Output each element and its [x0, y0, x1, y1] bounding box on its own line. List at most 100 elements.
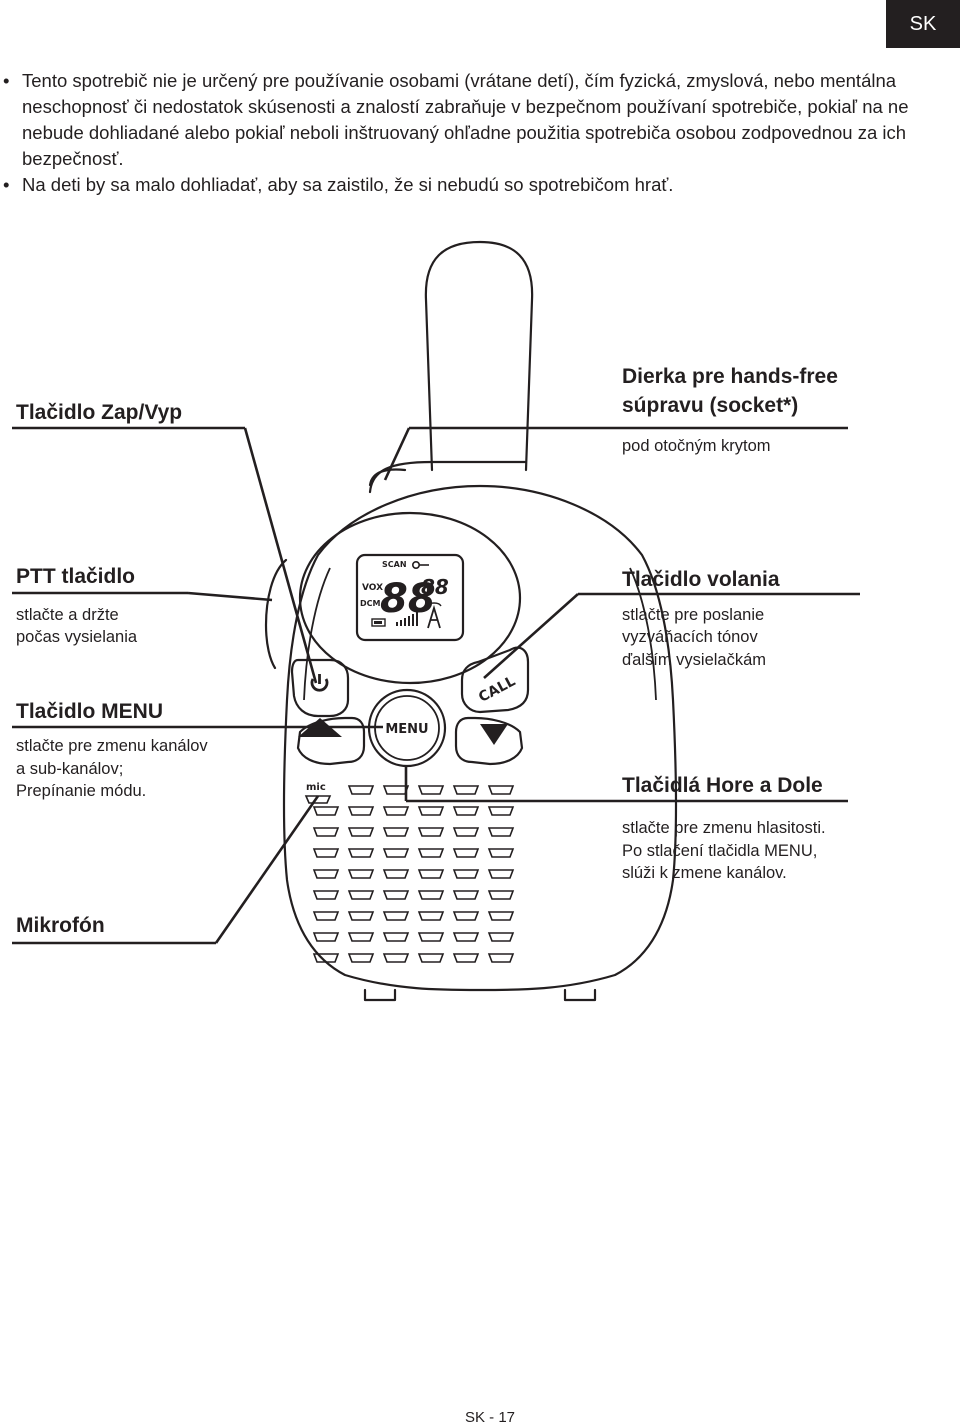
power-button-label: Tlačidlo Zap/Vyp: [16, 401, 183, 424]
grille-slot: [417, 911, 445, 921]
updown-description-line3: slúži k zmene kanálov.: [622, 864, 787, 882]
down-button: [454, 716, 524, 766]
grille-slot: [487, 890, 515, 900]
grille-slot: [417, 890, 445, 900]
grille-slot: [452, 869, 480, 879]
grille-slot: [417, 848, 445, 858]
grille-slot: [382, 932, 410, 942]
grille-slot: [487, 806, 515, 816]
grille-slot: [347, 785, 375, 795]
call-description-line1: stlačte pre poslanie: [622, 606, 765, 624]
grille-slot: [487, 932, 515, 942]
menu-description-line3: Prepínanie módu.: [16, 782, 147, 800]
updown-label: Tlačidlá Hore a Dole: [622, 774, 823, 797]
page-number: SK - 17: [464, 1409, 516, 1426]
updown-description-line2: Po stlačení tlačidla MENU,: [622, 842, 818, 860]
grille-slot: [417, 806, 445, 816]
call-button: [460, 646, 530, 714]
warning-item: Na deti by sa malo dohliadať, aby sa zai…: [0, 172, 940, 198]
lcd-channel-digits: 88: [380, 576, 436, 622]
socket-description: pod otočným krytom: [622, 437, 771, 455]
grille-slot: [487, 911, 515, 921]
grille-slot: [382, 869, 410, 879]
lcd-vox-label: VOX: [362, 583, 383, 593]
ptt-description-line1: stlačte a držte: [16, 606, 119, 624]
grille-slot: [347, 953, 375, 963]
power-button: [290, 658, 350, 718]
grille-slot: [382, 953, 410, 963]
grille-slot: [452, 932, 480, 942]
grille-slot: [382, 785, 410, 795]
grille-slot: [347, 911, 375, 921]
ptt-side-button: [264, 558, 288, 670]
menu-description-line1: stlačte pre zmenu kanálov: [16, 737, 208, 755]
grille-slot: [347, 932, 375, 942]
grille-slot: [452, 911, 480, 921]
grille-slot: [452, 827, 480, 837]
language-tab: SK: [886, 0, 960, 48]
updown-description-line1: stlačte pre zmenu hlasitosti.: [622, 819, 826, 837]
up-button: [296, 716, 366, 766]
ptt-label: PTT tlačidlo: [16, 565, 136, 588]
call-description-line2: vyzváňacích tónov: [622, 628, 758, 646]
antenna-icon: [426, 602, 442, 629]
grille-slot: [312, 848, 340, 858]
socket-cover: [368, 468, 407, 487]
grille-slot: [347, 848, 375, 858]
grille-slot: [487, 953, 515, 963]
battery-icon: [371, 618, 386, 627]
speaker-grille: [304, 785, 515, 963]
grille-slot: [347, 890, 375, 900]
grille-slot: [452, 848, 480, 858]
grille-slot: [452, 953, 480, 963]
grille-slot: [417, 932, 445, 942]
menu-button-label: MENU: [385, 722, 428, 737]
grille-slot: [312, 932, 340, 942]
device-body: [282, 484, 678, 992]
warning-item: Tento spotrebič nie je určený pre použív…: [0, 68, 940, 172]
grille-slot: [487, 827, 515, 837]
lcd-dcm-label: DCM: [360, 599, 381, 608]
grille-slot: [487, 869, 515, 879]
grille-slot: [452, 890, 480, 900]
grille-slot: [382, 806, 410, 816]
signal-bars-icon: [396, 612, 418, 626]
power-icon: [310, 674, 329, 692]
microphone-label: Mikrofón: [16, 914, 105, 937]
antenna: [424, 240, 534, 472]
grille-slot: [347, 869, 375, 879]
lcd-scan-label: SCAN: [382, 560, 407, 569]
display-bezel: [298, 511, 522, 685]
grille-slot: [312, 827, 340, 837]
lcd-screen: [355, 553, 465, 642]
mic-label: mic: [306, 782, 326, 793]
grille-slot: [452, 785, 480, 795]
menu-description-line2: a sub-kanálov;: [16, 760, 124, 778]
grille-slot: [487, 785, 515, 795]
call-description-line3: ďalším vysielačkám: [622, 651, 767, 669]
call-label: Tlačidlo volania: [622, 568, 780, 591]
grille-slot: [312, 869, 340, 879]
grille-slot: [417, 953, 445, 963]
grille-slot: [417, 827, 445, 837]
socket-label-line2: súpravu (socket*): [622, 394, 799, 417]
grille-slot: [382, 911, 410, 921]
menu-label: Tlačidlo MENU: [16, 700, 164, 723]
warning-list: Tento spotrebič nie je určený pre použív…: [0, 68, 940, 198]
lcd-subchannel-digits: 88: [421, 575, 449, 599]
call-button-label: CALL: [476, 673, 518, 705]
microphone-hole: [304, 795, 332, 804]
grille-slot: [312, 890, 340, 900]
grille-slot: [382, 890, 410, 900]
key-lock-icon: [411, 560, 429, 569]
grille-slot: [347, 827, 375, 837]
grille-slot: [417, 785, 445, 795]
grille-slot: [382, 848, 410, 858]
ptt-description-line2: počas vysielania: [16, 628, 138, 646]
grille-slot: [312, 953, 340, 963]
grille-slot: [487, 848, 515, 858]
grille-slot: [452, 806, 480, 816]
grille-slot: [417, 869, 445, 879]
grille-slot: [382, 827, 410, 837]
down-arrow-icon: [480, 724, 508, 745]
